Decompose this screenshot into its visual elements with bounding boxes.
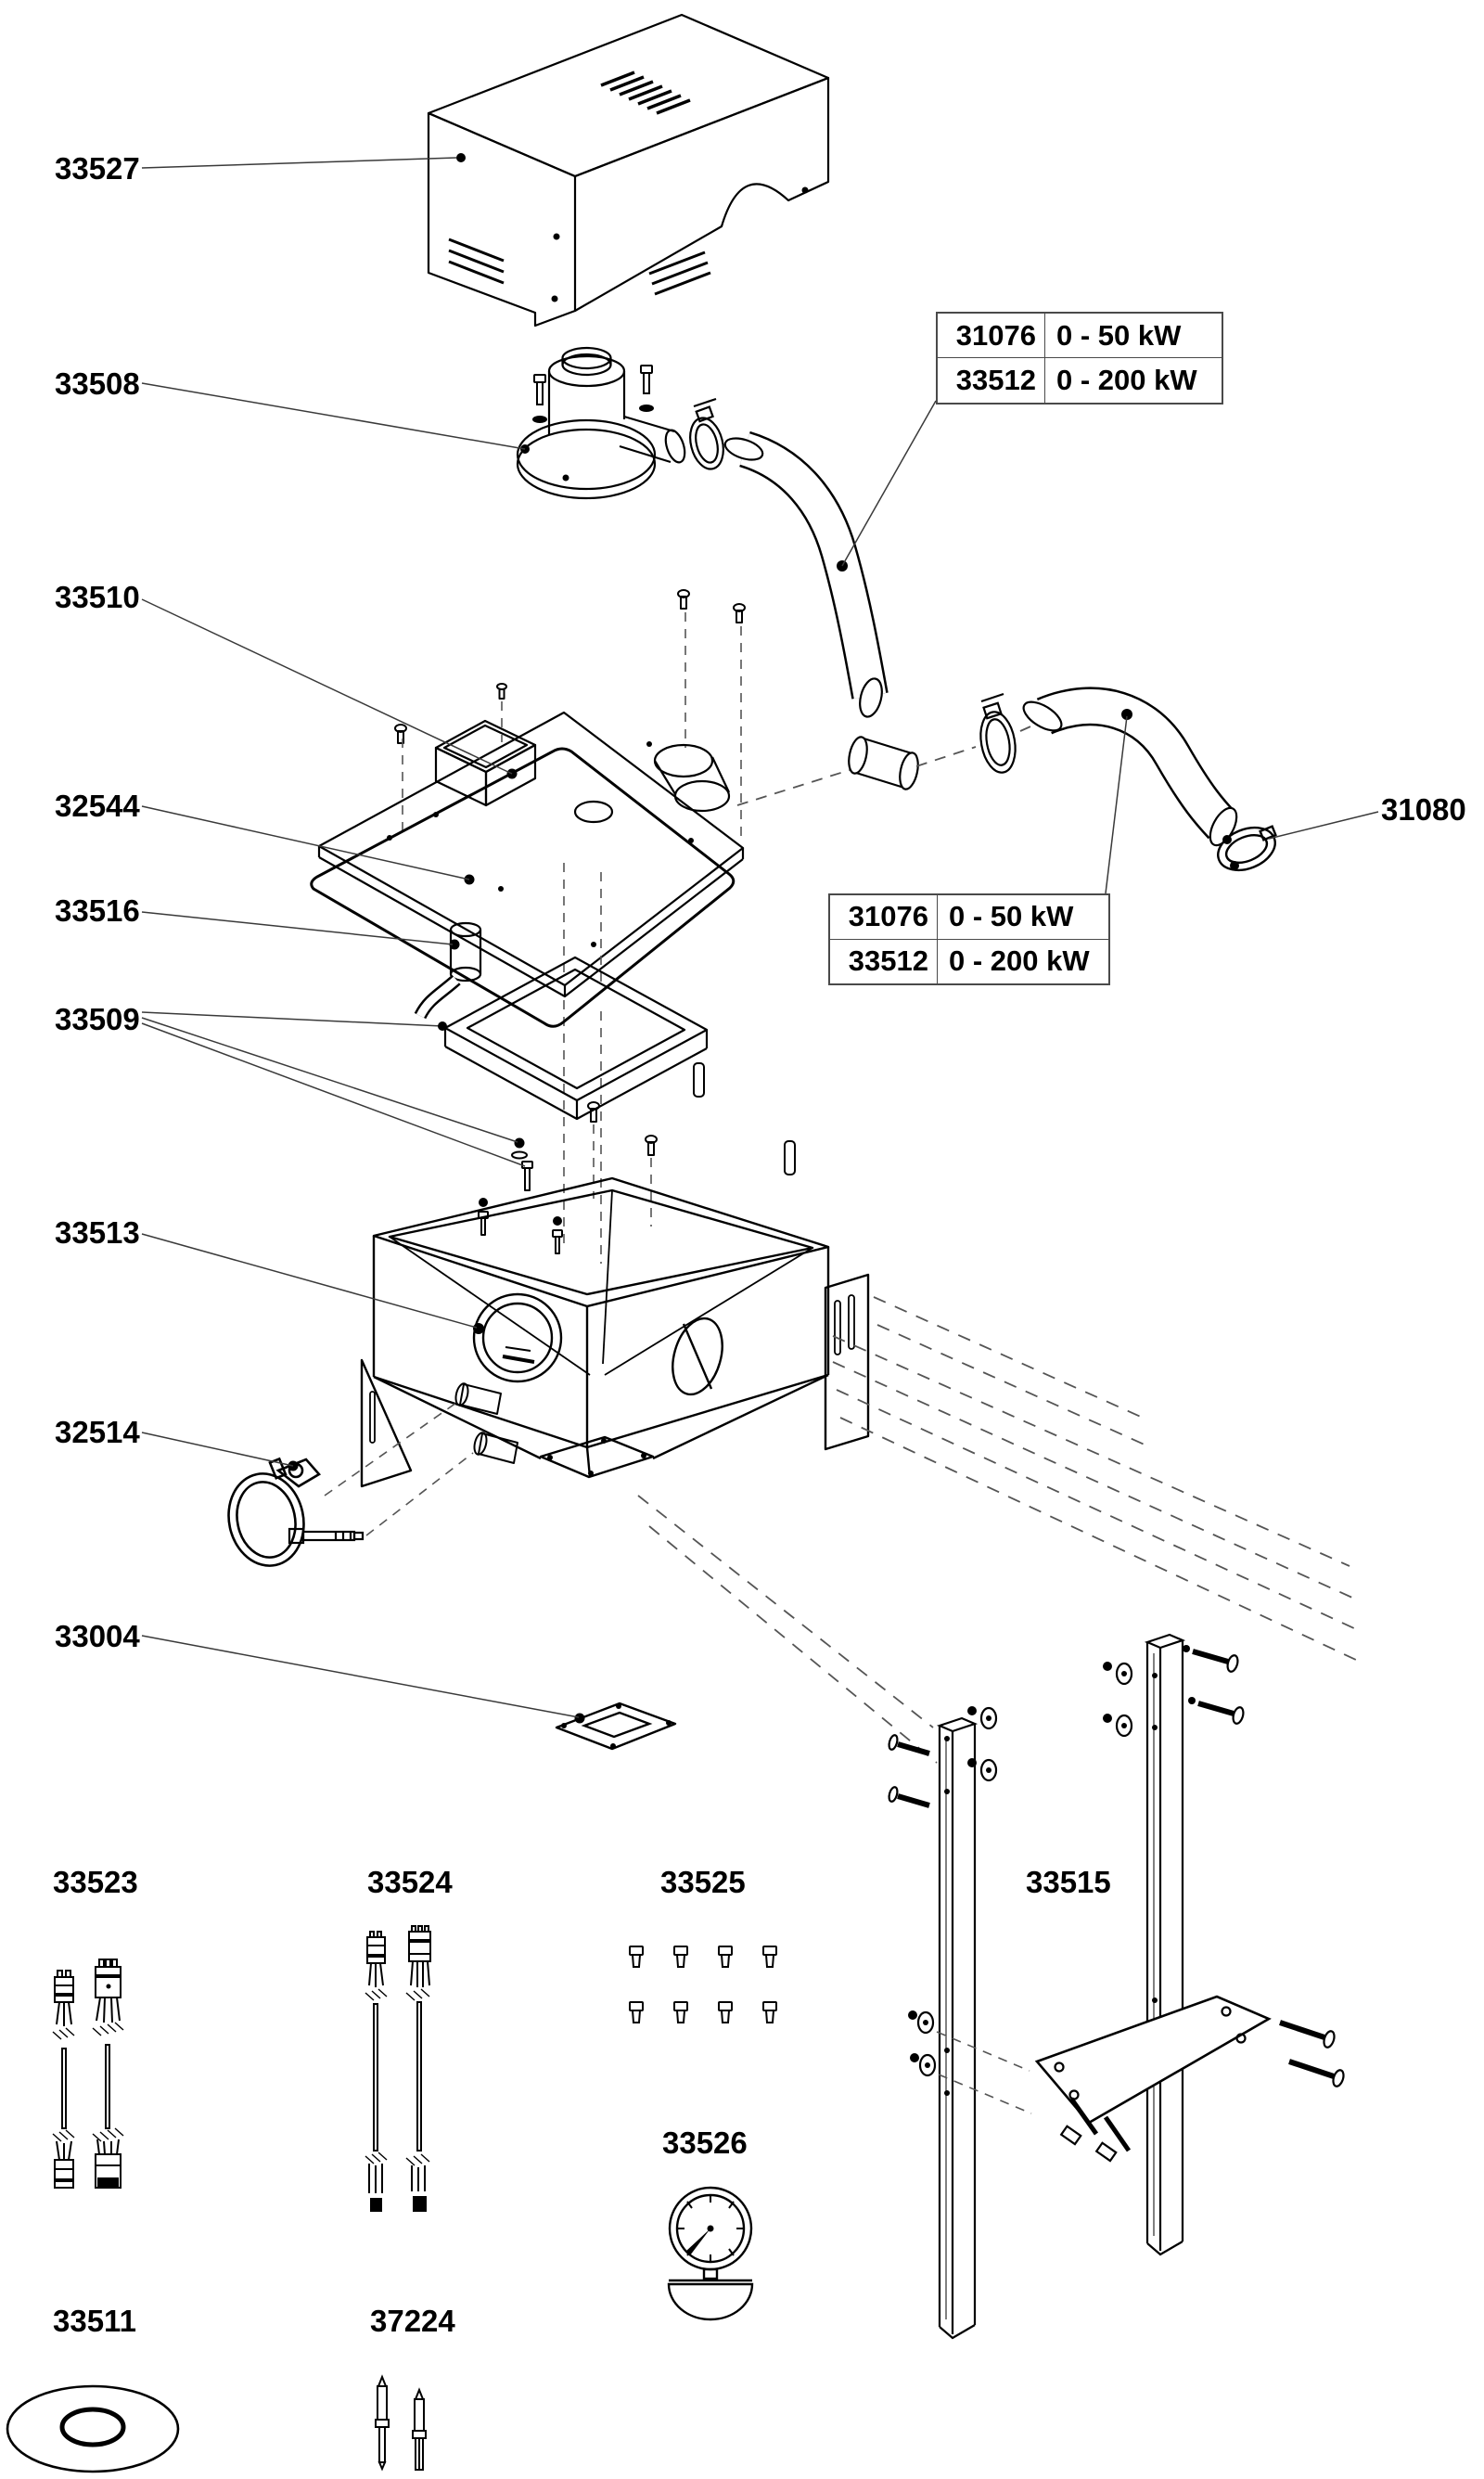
stand-bolts <box>888 1645 1245 1808</box>
part-label-33516: 33516 <box>55 893 140 928</box>
projection-dashes-stand <box>637 1296 1359 1764</box>
screw-set-33525 <box>629 1946 777 2023</box>
part-label-37224: 37224 <box>370 2304 455 2338</box>
gasket-ring-part <box>6 2384 180 2473</box>
power-range-cell: 0 - 50 kW <box>949 900 1074 933</box>
cable-b <box>405 1925 431 2212</box>
part-label-33510: 33510 <box>55 580 140 614</box>
lid-screw-holes <box>387 741 694 947</box>
level-sensor-fitting <box>414 921 482 1020</box>
stand-leg-right <box>1144 1633 1186 2256</box>
screw <box>629 2001 644 2023</box>
cable-b <box>92 1959 124 2189</box>
part-number-cell: 33512 <box>938 358 1045 403</box>
stand-leg-left <box>936 1716 979 2340</box>
funnel-stub-pipes <box>454 1382 518 1464</box>
part-label-33004: 33004 <box>55 1619 140 1653</box>
screw <box>629 1946 644 1968</box>
part-label-33513: 33513 <box>55 1215 140 1250</box>
lid-gasket-part <box>310 747 736 1028</box>
pin-a <box>375 2374 390 2472</box>
power-range-cell: 0 - 50 kW <box>1056 318 1182 352</box>
part-label-32544: 32544 <box>55 789 140 823</box>
part-label-32514: 32514 <box>55 1415 140 1449</box>
cable-set-33523 <box>52 1959 124 2189</box>
pressure-gauge-part <box>667 2186 754 2321</box>
part-label-31080: 31080 <box>1381 792 1466 827</box>
table-row: 31076 0 - 50 kW <box>830 895 1108 940</box>
hose-adapter-stub <box>848 736 919 790</box>
hopper-body-part <box>360 1176 870 1488</box>
outlet-clamp-part <box>227 1402 474 1567</box>
motor-screws <box>532 365 654 423</box>
cable-a <box>52 1970 75 2189</box>
feed-hose-upper <box>723 430 889 718</box>
power-range-cell: 0 - 200 kW <box>1056 364 1197 396</box>
junction-box <box>434 719 537 807</box>
hose-clamp-upper <box>689 397 724 470</box>
pin-b <box>412 2387 427 2471</box>
screw <box>762 2001 777 2023</box>
table-row: 31076 0 - 50 kW <box>938 314 1222 358</box>
cover-housing-part <box>427 13 830 328</box>
table-row: 33512 0 - 200 kW <box>938 358 1222 403</box>
screw <box>673 1946 688 1968</box>
power-range-cell: 0 - 200 kW <box>949 944 1090 978</box>
part-label-33526: 33526 <box>662 2126 748 2160</box>
part-number-cell: 33512 <box>830 939 938 983</box>
part-labels: 33527 33508 33510 32544 33516 33509 3351… <box>53 151 1466 2338</box>
stand-washers <box>967 1662 1133 1782</box>
part-label-33509: 33509 <box>55 1002 140 1036</box>
screw <box>718 1946 733 1968</box>
part-label-33515: 33515 <box>1026 1865 1111 1899</box>
cable-a <box>365 1931 388 2212</box>
table-row: 33512 0 - 200 kW <box>830 939 1108 983</box>
clamp-bolt <box>288 1527 365 1545</box>
stand-legs-part <box>888 1633 1345 2340</box>
part-label-33508: 33508 <box>55 366 140 401</box>
screw <box>673 2001 688 2023</box>
vent-slots-top <box>600 71 691 115</box>
leader-lines <box>141 157 1379 1718</box>
crimp-pins-part <box>375 2374 427 2472</box>
stand-crossbar-plate <box>908 1995 1345 2163</box>
cable-set-33524 <box>365 1925 431 2212</box>
outlet-gasket-part <box>555 1702 677 1751</box>
variant-table-upper: 31076 0 - 50 kW 33512 0 - 200 kW <box>936 312 1223 405</box>
hopper-lid-part <box>317 589 746 998</box>
auger-motor-part <box>516 346 686 500</box>
part-label-33523: 33523 <box>53 1865 138 1899</box>
part-number-cell: 31076 <box>830 895 938 939</box>
part-label-33511: 33511 <box>53 2304 136 2338</box>
screw <box>718 2001 733 2023</box>
part-label-33525: 33525 <box>660 1865 746 1899</box>
projection-dashes-lid <box>402 612 742 1264</box>
screw <box>762 1946 777 1968</box>
part-label-33524: 33524 <box>367 1865 453 1899</box>
cover-screw-holes <box>456 153 809 302</box>
lid-frame-part <box>443 956 796 1254</box>
assembly-centerline-dashes <box>736 723 1038 806</box>
variant-table-lower: 31076 0 - 50 kW 33512 0 - 200 kW <box>828 893 1110 985</box>
lid-screws <box>394 589 746 744</box>
louver-slots <box>448 238 711 296</box>
sight-glass <box>472 1292 563 1383</box>
hose-clamp-middle <box>979 692 1017 774</box>
part-label-33527: 33527 <box>55 151 140 186</box>
feed-hose-lower <box>1022 687 1238 847</box>
part-number-cell: 31076 <box>938 314 1045 357</box>
